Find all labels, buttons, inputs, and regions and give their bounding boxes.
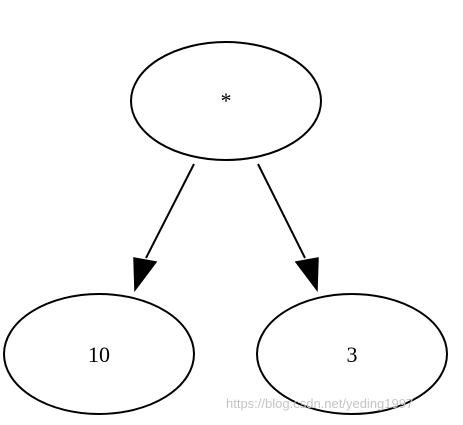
- node-left: 10: [3, 293, 195, 415]
- watermark-text: https://blog.csdn.net/yeding1997: [226, 396, 414, 411]
- edge-line: [145, 163, 195, 259]
- node-ellipse: [256, 293, 448, 415]
- node-root: *: [130, 41, 322, 161]
- edge-line: [257, 163, 306, 259]
- node-ellipse: [130, 41, 322, 161]
- arrowhead: [294, 257, 319, 293]
- edge-root-to-10: [133, 163, 195, 293]
- node-right: 3: [256, 293, 448, 415]
- node-label: 3: [347, 342, 358, 367]
- node-ellipse: [3, 293, 195, 415]
- edge-root-to-3: [257, 163, 319, 293]
- arrowhead: [133, 257, 158, 293]
- node-label: 10: [88, 342, 110, 367]
- node-label: *: [221, 88, 232, 113]
